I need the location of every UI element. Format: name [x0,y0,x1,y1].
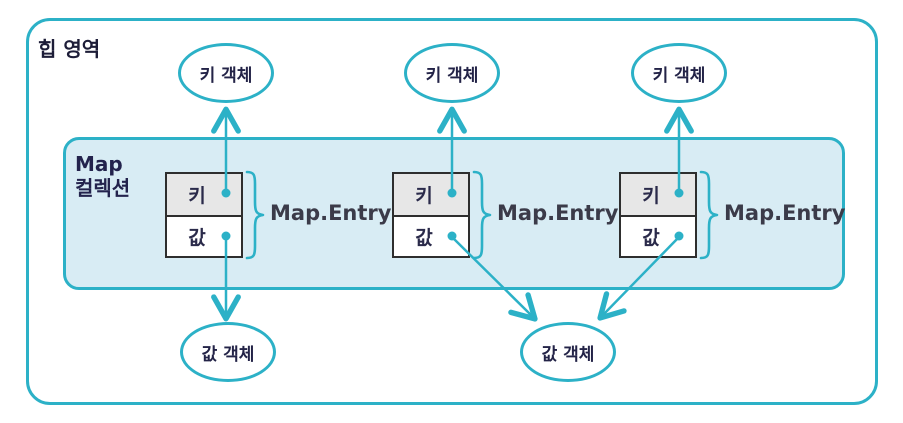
map-entry-label-1: Map.Entry [270,201,392,225]
value-cell: 값 [621,217,695,256]
key-object-ellipse-3: 키 객체 [631,43,727,103]
map-entry-label-3: Map.Entry [724,201,846,225]
key-cell: 키 [167,174,241,217]
map-entry-box-2: 키 값 [392,172,470,258]
key-object-label: 키 객체 [652,65,706,86]
map-collection-label-line1: Map [75,152,123,176]
key-object-label: 키 객체 [425,65,479,86]
heap-region-label: 힙 영역 [38,37,101,61]
map-collection-label: Map 컬렉션 [75,152,130,200]
map-collection-label-line2: 컬렉션 [75,176,131,200]
value-cell: 값 [394,217,468,256]
value-object-label: 값 객체 [541,344,595,365]
value-object-label: 값 객체 [201,344,255,365]
value-object-ellipse-2: 값 객체 [520,322,616,382]
map-entry-label-2: Map.Entry [497,201,619,225]
value-object-ellipse-1: 값 객체 [180,322,276,382]
key-cell: 키 [394,174,468,217]
map-entry-box-3: 키 값 [619,172,697,258]
key-object-ellipse-1: 키 객체 [178,43,274,103]
key-cell: 키 [621,174,695,217]
value-cell: 값 [167,217,241,256]
key-object-ellipse-2: 키 객체 [404,43,500,103]
key-object-label: 키 객체 [199,65,253,86]
map-entry-box-1: 키 값 [165,172,243,258]
